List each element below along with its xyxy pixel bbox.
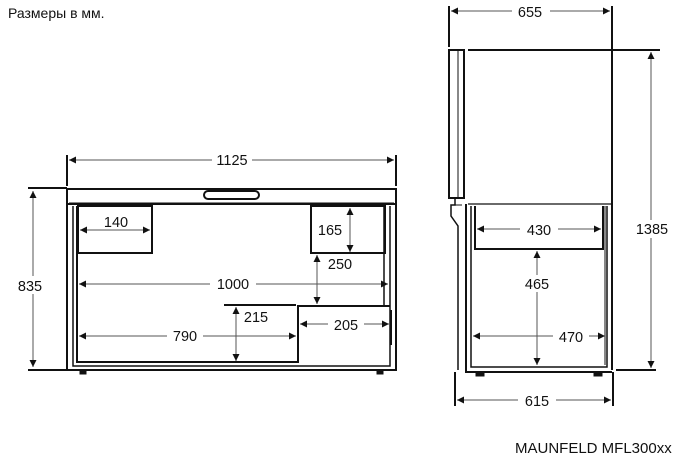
side-inner-depth: 470 xyxy=(559,330,583,346)
side-overall-depth: 655 xyxy=(518,5,542,21)
side-basket-width: 430 xyxy=(527,223,551,239)
side-base-depth: 615 xyxy=(525,394,549,410)
front-overall-height: 835 xyxy=(18,279,42,295)
front-dimension-labels: 1125 835 140 165 250 1000 790 215 205 xyxy=(10,150,364,346)
model-label: MAUNFELD MFL300xx xyxy=(515,440,672,457)
front-basket-width: 140 xyxy=(104,215,128,231)
front-basket-depth: 165 xyxy=(318,223,342,239)
front-upper-step-height: 250 xyxy=(328,257,352,273)
front-lower-compartment-height: 215 xyxy=(244,310,268,326)
side-inner-height: 465 xyxy=(525,277,549,293)
side-overall-height: 1385 xyxy=(636,222,668,238)
front-overall-width: 1125 xyxy=(216,153,247,169)
side-dimension-labels: 655 1385 430 465 470 615 xyxy=(512,3,674,410)
side-dimension-lines xyxy=(451,7,655,404)
front-lower-compartment-width: 790 xyxy=(173,329,197,345)
front-inner-width: 1000 xyxy=(217,277,249,293)
units-note: Размеры в мм. xyxy=(8,5,105,21)
side-view xyxy=(448,6,660,406)
front-step-width: 205 xyxy=(334,318,358,334)
front-view xyxy=(28,155,397,375)
